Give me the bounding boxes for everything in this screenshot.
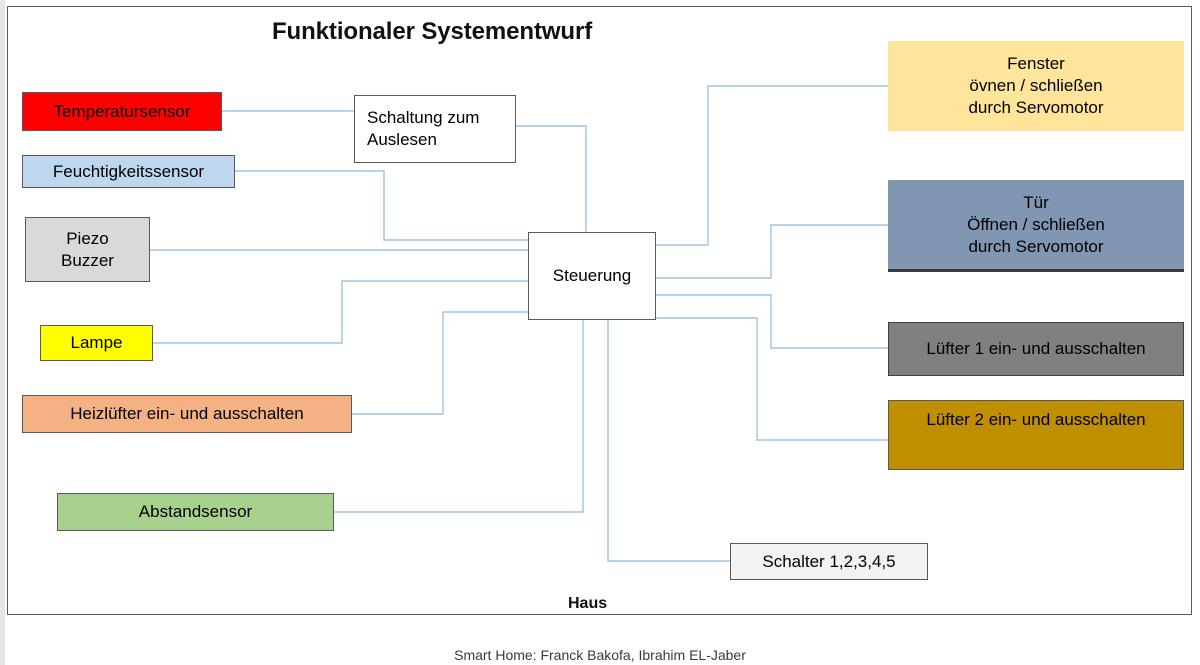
node-lampe[interactable]: Lampe (40, 325, 153, 361)
edge-steuerung-tuer (656, 224, 888, 279)
edge-steuerung-schalter (607, 320, 730, 562)
left-edge-strip (0, 0, 5, 665)
edge-steuerung-luefter1 (656, 294, 888, 349)
haus-label: Haus (568, 595, 608, 612)
node-label: Feuchtigkeitssensor (52, 161, 205, 181)
node-piezo-buzzer[interactable]: Piezo Buzzer (25, 217, 150, 282)
node-heizluefter[interactable]: Heizlüfter ein- und ausschalten (22, 395, 352, 433)
edge-abstandsensor-steuerung (334, 320, 584, 513)
node-label: Piezo Buzzer (61, 228, 114, 270)
edge-steuerung-luefter2 (656, 317, 888, 441)
page-title: Funktionaler Systementwurf (272, 18, 593, 45)
edge-lampe-steuerung (153, 280, 528, 344)
edge-schaltung-steuerung (516, 125, 587, 248)
node-luefter2[interactable]: Lüfter 2 ein- und ausschalten (888, 400, 1184, 470)
node-luefter1[interactable]: Lüfter 1 ein- und ausschalten (888, 322, 1184, 376)
node-label: Heizlüfter ein- und ausschalten (70, 404, 304, 424)
node-feuchtigkeitssensor[interactable]: Feuchtigkeitssensor (22, 155, 235, 188)
node-label: Lampe (70, 333, 123, 353)
edge-steuerung-fenster (656, 85, 888, 246)
edge-feuchtigkeitssensor-steuerung (235, 170, 528, 241)
node-tuer-shadow (888, 269, 1184, 272)
node-label: Lüfter 2 ein- und ausschalten (926, 410, 1146, 429)
node-label: Abstandsensor (138, 502, 253, 522)
node-schaltung-zum-auslesen[interactable]: Schaltung zum Auslesen (354, 95, 516, 163)
node-label: Steuerung (552, 266, 632, 286)
node-label: Fenster övnen / schließen durch Servomot… (968, 54, 1104, 117)
node-label: Schalter 1,2,3,4,5 (762, 551, 896, 571)
figure-caption: Smart Home: Franck Bakofa, Ibrahim EL-Ja… (454, 647, 746, 663)
node-steuerung[interactable]: Steuerung (528, 232, 656, 320)
node-schalter[interactable]: Schalter 1,2,3,4,5 (730, 543, 928, 580)
node-fenster[interactable]: Fenster övnen / schließen durch Servomot… (888, 41, 1184, 131)
node-label: Schaltung zum Auslesen (367, 108, 480, 149)
node-abstandsensor[interactable]: Abstandsensor (57, 493, 334, 531)
node-label: Temperatursensor (53, 101, 191, 121)
node-temperatursensor[interactable]: Temperatursensor (22, 92, 222, 131)
node-label: Lüfter 1 ein- und ausschalten (926, 339, 1146, 359)
node-label: Tür Öffnen / schließen durch Servomotor (967, 193, 1105, 256)
edge-heizluefter-steuerung (352, 311, 528, 415)
node-tuer[interactable]: Tür Öffnen / schließen durch Servomotor (888, 180, 1184, 270)
